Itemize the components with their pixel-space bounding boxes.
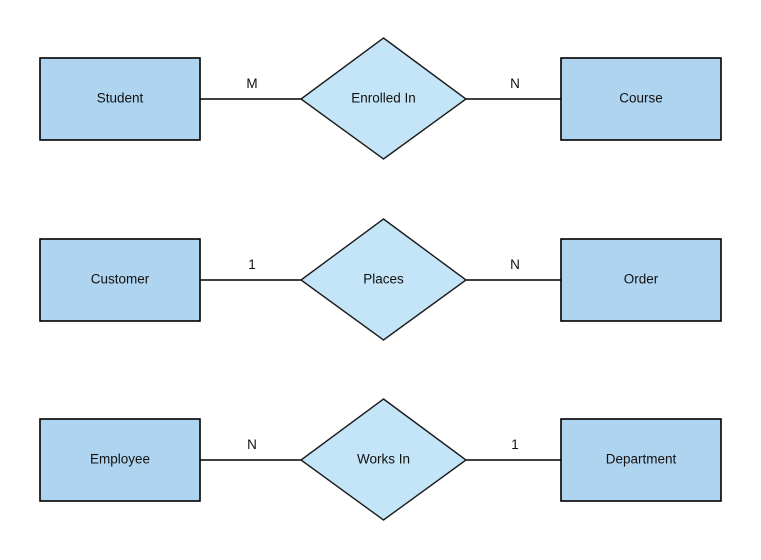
- entity-label-order: Order: [624, 272, 659, 287]
- entity-box-student[interactable]: [39, 57, 201, 141]
- cardinality-label-right-1: N: [510, 76, 520, 91]
- relationship-diamond-works-in[interactable]: [299, 398, 468, 521]
- entity-box-employee[interactable]: [39, 418, 201, 502]
- entity-label-department: Department: [606, 452, 677, 467]
- entity-label-course: Course: [619, 91, 663, 106]
- cardinality-label-left-1: M: [246, 76, 257, 91]
- relationship-group-2: Customer Places Order 1 N: [39, 218, 722, 341]
- entity-box-order[interactable]: [560, 238, 722, 322]
- entity-box-customer[interactable]: [39, 238, 201, 322]
- cardinality-label-left-2: 1: [248, 257, 256, 272]
- entity-label-customer: Customer: [91, 272, 150, 287]
- relationship-label-places: Places: [363, 272, 404, 287]
- entity-label-student: Student: [97, 91, 144, 106]
- cardinality-label-left-3: N: [247, 437, 257, 452]
- relationship-diamond-places[interactable]: [299, 218, 468, 341]
- relationship-label-enrolled-in: Enrolled In: [351, 91, 416, 106]
- cardinality-label-right-3: 1: [511, 437, 519, 452]
- entity-label-employee: Employee: [90, 452, 150, 467]
- entity-box-course[interactable]: [560, 57, 722, 141]
- relationship-group-1: Student Enrolled In Course M N: [39, 37, 722, 160]
- relationship-group-3: Employee Works In Department N 1: [39, 398, 722, 521]
- cardinality-label-right-2: N: [510, 257, 520, 272]
- relationship-diamond-enrolled-in[interactable]: [299, 37, 468, 160]
- entity-box-department[interactable]: [560, 418, 722, 502]
- relationship-label-works-in: Works In: [357, 452, 410, 467]
